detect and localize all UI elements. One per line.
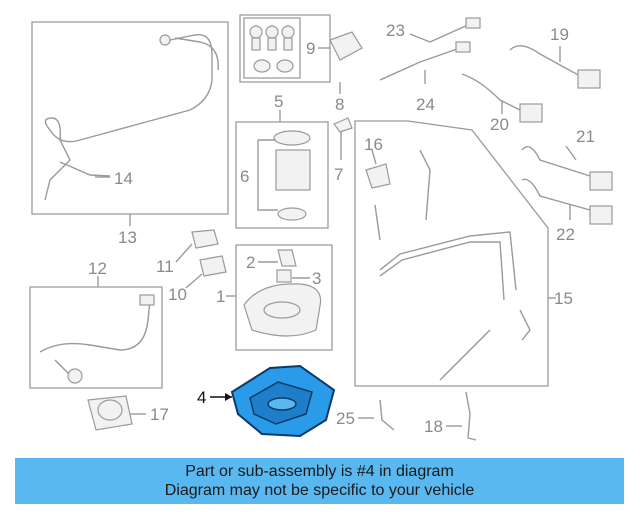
part-7-fitting[interactable]: 7 xyxy=(333,117,353,184)
callout-8: 8 xyxy=(335,95,344,114)
part-1-tank-group[interactable]: 1 2 3 xyxy=(216,244,333,351)
callout-21: 21 xyxy=(576,127,595,146)
callout-22: 22 xyxy=(556,225,575,244)
callout-11: 11 xyxy=(156,257,174,276)
part-18-sensor[interactable]: 18 xyxy=(424,391,477,441)
callout-7: 7 xyxy=(334,165,343,184)
part-21-sensor[interactable]: 21 xyxy=(521,127,613,191)
part-14-clip[interactable]: 14 xyxy=(95,169,133,188)
part-15-vent-line-group[interactable]: 15 16 xyxy=(354,120,573,387)
part-5-6-pump-group[interactable]: 5 6 xyxy=(235,92,329,229)
banner-line-1: Part or sub-assembly is #4 in diagram xyxy=(185,463,454,480)
part-13-fuel-line-group[interactable]: 13 xyxy=(31,21,229,247)
info-banner: Part or sub-assembly is #4 in diagram Di… xyxy=(15,458,624,504)
callout-1: 1 xyxy=(216,287,225,306)
part-22-sensor[interactable]: 22 xyxy=(521,178,613,244)
callout-2: 2 xyxy=(246,253,255,272)
callout-15: 15 xyxy=(554,289,573,308)
part-20-sensor[interactable]: 20 xyxy=(461,73,543,134)
part-19-sensor[interactable]: 19 xyxy=(509,25,601,89)
callout-12: 12 xyxy=(88,259,107,278)
callout-16: 16 xyxy=(364,135,383,154)
part-12-harness-group[interactable]: 12 xyxy=(29,259,163,389)
callout-3: 3 xyxy=(312,269,321,288)
callout-4: 4 xyxy=(197,388,206,407)
part-10-connector[interactable]: 10 xyxy=(168,255,227,304)
callout-25: 25 xyxy=(336,409,355,428)
callout-17: 17 xyxy=(150,405,169,424)
callout-23: 23 xyxy=(386,21,405,40)
part-23-sensor[interactable]: 23 xyxy=(386,17,481,43)
banner-line-2: Diagram may not be specific to your vehi… xyxy=(164,482,475,499)
part-24-sensor[interactable]: 24 xyxy=(379,41,471,114)
callout-18: 18 xyxy=(424,417,443,436)
callout-20: 20 xyxy=(490,115,509,134)
callout-6: 6 xyxy=(240,167,249,186)
callout-9: 9 xyxy=(306,39,315,58)
callout-13: 13 xyxy=(118,228,137,247)
callout-19: 19 xyxy=(550,25,569,44)
part-11-connector[interactable]: 11 xyxy=(156,229,219,276)
part-17-valve[interactable]: 17 xyxy=(87,395,169,431)
parts-diagram: 13 14 9 8 5 6 7 xyxy=(29,14,613,441)
callout-14: 14 xyxy=(114,169,133,188)
callout-24: 24 xyxy=(416,95,435,114)
callout-5: 5 xyxy=(274,92,283,111)
callout-10: 10 xyxy=(168,285,187,304)
part-25-bracket[interactable]: 25 xyxy=(336,399,395,431)
part-4-shield-highlighted[interactable]: 4 xyxy=(197,364,336,438)
part-8-9-hardware-group[interactable]: 9 8 xyxy=(239,14,363,114)
